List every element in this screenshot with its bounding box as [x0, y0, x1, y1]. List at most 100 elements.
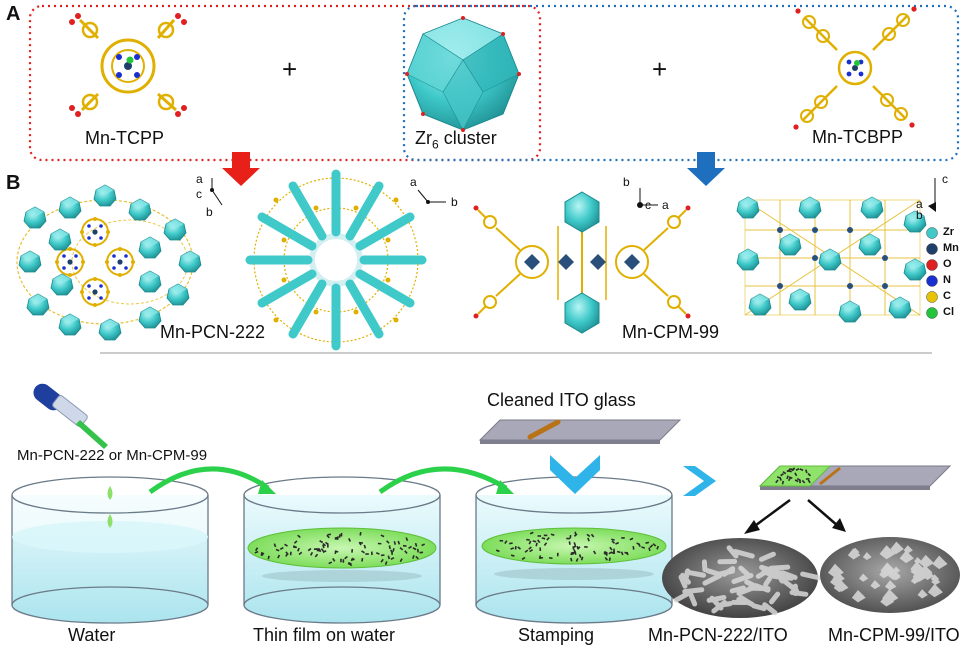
sem-flake: [903, 545, 913, 554]
zr6-subscript: 6: [432, 137, 439, 152]
sem-flake: [879, 545, 896, 560]
film-particle: [289, 551, 292, 556]
film-particle: [529, 531, 534, 535]
film-particle: [604, 551, 607, 555]
film-particle: [532, 540, 537, 543]
film-particle: [384, 561, 388, 565]
film-particle: [385, 540, 390, 544]
film-particle: [609, 546, 613, 551]
film-particle: [632, 546, 635, 550]
legend-mn: Mn: [943, 242, 959, 254]
sem-flake: [859, 573, 869, 582]
film-particle: [629, 537, 634, 541]
film-particle: [621, 537, 625, 539]
film-particle: [340, 558, 342, 563]
film-particle: [273, 543, 277, 548]
film-particle: [548, 556, 553, 560]
film-particle: [293, 540, 298, 544]
beaker-water: [11, 476, 209, 624]
axis2-a: a: [410, 175, 417, 189]
film-particle: [573, 551, 577, 556]
sem-rod: [682, 587, 705, 595]
sem-flake: [833, 581, 847, 593]
film-particle: [799, 468, 804, 471]
film-particle: [615, 541, 619, 545]
sem-rod: [683, 568, 691, 581]
film-particle: [338, 534, 341, 538]
film-particle: [528, 546, 532, 550]
film-particle: [611, 540, 616, 544]
ito-glass-slide: [478, 419, 682, 444]
film-particle: [391, 551, 394, 555]
label-mn-cpm-99: Mn-CPM-99: [622, 322, 720, 342]
film-particle: [314, 553, 319, 558]
film-particle: [590, 533, 595, 538]
film-particle: [526, 538, 530, 541]
film-particle: [776, 475, 781, 479]
sem-flake: [829, 569, 837, 576]
sem-rod: [769, 591, 781, 605]
film-particle: [537, 535, 542, 537]
film-particle: [509, 542, 513, 545]
film-particle: [610, 551, 615, 555]
legend-dot-n: [926, 275, 938, 287]
film-particle: [578, 554, 582, 559]
sem-rod: [800, 571, 822, 581]
film-particle: [586, 533, 591, 538]
legend-zr: Zr: [943, 226, 954, 238]
red-down-arrow: [222, 152, 260, 186]
zr6-suffix: cluster: [438, 128, 497, 148]
film-particle: [415, 555, 419, 560]
axis4-c: c: [942, 172, 948, 186]
film-particle: [570, 557, 573, 562]
film-particle: [358, 541, 362, 546]
film-particle: [322, 550, 327, 553]
film-particle: [393, 541, 397, 545]
film-particle: [380, 558, 384, 563]
sem-rod: [732, 548, 755, 559]
film-particle: [641, 546, 646, 549]
sem-flake: [880, 562, 896, 576]
film-particle: [267, 555, 270, 560]
film-particle: [541, 537, 546, 540]
film-particle: [573, 533, 578, 537]
label-cleaned-ito: Cleaned ITO glass: [487, 390, 636, 410]
sem-rod: [738, 595, 755, 608]
film-particle: [620, 551, 624, 556]
film-particle: [568, 541, 571, 545]
sem-rod: [726, 545, 739, 559]
film-particle: [504, 540, 508, 544]
film-particle: [361, 550, 365, 554]
film-particle: [414, 542, 418, 547]
film-particle: [399, 558, 403, 563]
label-mn-tcbpp: Mn-TCBPP: [812, 127, 904, 147]
film-particle: [593, 550, 597, 555]
legend-c: C: [943, 290, 951, 302]
film-particle: [782, 471, 787, 475]
legend-o: O: [943, 258, 952, 270]
sem-mn-cpm-99: [820, 537, 960, 613]
zr6-prefix: Zr: [415, 128, 432, 148]
film-particle: [348, 538, 352, 542]
legend-dot-mn: [926, 243, 938, 255]
sem-rod: [744, 579, 760, 590]
film-particle: [322, 542, 327, 547]
sem-rod: [738, 565, 751, 578]
sem-rod: [768, 564, 791, 571]
sem-flake: [910, 561, 925, 574]
green-arrow-2: [378, 466, 508, 495]
legend-dot-zr: [926, 227, 938, 239]
axis4-a: a: [916, 197, 923, 211]
film-particle: [652, 543, 657, 547]
film-particle: [284, 543, 288, 547]
label-zr6-cluster: Zr6 cluster: [415, 129, 497, 151]
film-particle: [275, 548, 280, 552]
film-particle: [794, 472, 798, 477]
film-particle: [387, 555, 391, 560]
sem-rod: [755, 569, 769, 579]
axes-4: [928, 178, 936, 212]
axis3-a: a: [662, 198, 669, 212]
film-particle: [521, 556, 526, 561]
film-particle: [795, 467, 800, 471]
